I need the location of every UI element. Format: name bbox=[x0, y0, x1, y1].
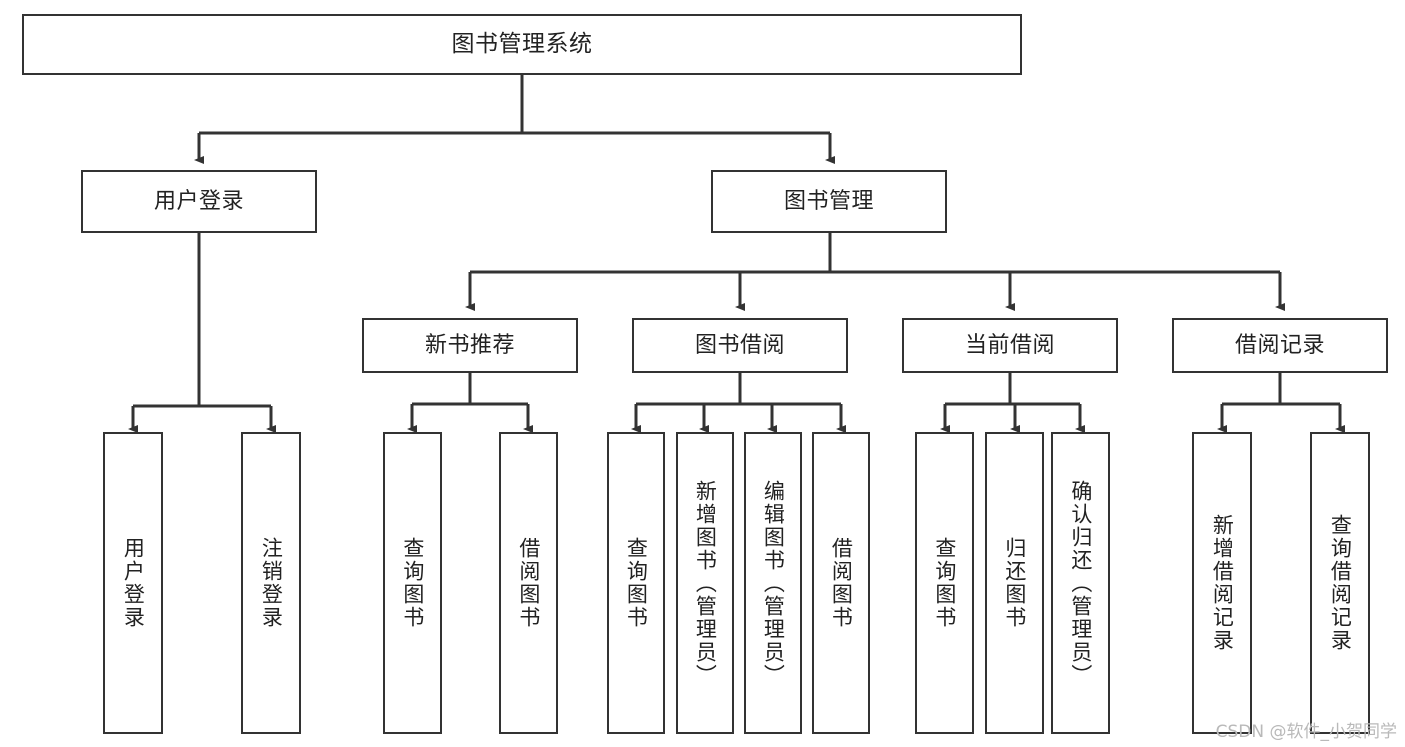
node-book-management[interactable]: 图书管理 bbox=[711, 170, 947, 233]
node-label: 图书借阅 bbox=[694, 332, 785, 358]
node-label: 新增图书（管理员） bbox=[693, 479, 718, 687]
node-label: 新书推荐 bbox=[424, 332, 515, 358]
node-label: 查询图书 bbox=[932, 537, 957, 629]
node-label: 注销登录 bbox=[259, 537, 284, 629]
leaf-user-login-signout[interactable]: 注销登录 bbox=[241, 432, 301, 734]
node-label: 编辑图书（管理员） bbox=[761, 479, 786, 687]
leaf-book-borrow-query[interactable]: 查询图书 bbox=[607, 432, 665, 734]
node-label: 查询图书 bbox=[400, 537, 425, 629]
node-label: 查询借阅记录 bbox=[1328, 514, 1353, 652]
leaf-book-borrow-edit[interactable]: 编辑图书（管理员） bbox=[744, 432, 802, 734]
leaf-new-book-borrow[interactable]: 借阅图书 bbox=[499, 432, 558, 734]
node-label: 图书管理系统 bbox=[451, 30, 593, 57]
node-label: 用户登录 bbox=[121, 537, 146, 629]
node-book-borrow[interactable]: 图书借阅 bbox=[632, 318, 848, 373]
leaf-borrow-record-add[interactable]: 新增借阅记录 bbox=[1192, 432, 1252, 734]
node-label: 借阅图书 bbox=[829, 537, 854, 629]
leaf-current-borrow-return[interactable]: 归还图书 bbox=[985, 432, 1044, 734]
csdn-watermark: CSDN @软件_小贺同学 bbox=[1215, 722, 1397, 742]
node-current-borrow[interactable]: 当前借阅 bbox=[902, 318, 1118, 373]
leaf-book-borrow-lend[interactable]: 借阅图书 bbox=[812, 432, 870, 734]
node-label: 当前借阅 bbox=[964, 332, 1055, 358]
leaf-current-borrow-confirm-return[interactable]: 确认归还（管理员） bbox=[1051, 432, 1110, 734]
node-new-book-recommend[interactable]: 新书推荐 bbox=[362, 318, 578, 373]
leaf-user-login-signin[interactable]: 用户登录 bbox=[103, 432, 163, 734]
node-label: 新增借阅记录 bbox=[1210, 514, 1235, 652]
node-root-library-system[interactable]: 图书管理系统 bbox=[22, 14, 1022, 75]
node-label: 查询图书 bbox=[624, 537, 649, 629]
node-label: 借阅记录 bbox=[1234, 332, 1325, 358]
leaf-current-borrow-query[interactable]: 查询图书 bbox=[915, 432, 974, 734]
leaf-new-book-query[interactable]: 查询图书 bbox=[383, 432, 442, 734]
leaf-borrow-record-query[interactable]: 查询借阅记录 bbox=[1310, 432, 1370, 734]
node-label: 借阅图书 bbox=[516, 537, 541, 629]
node-label: 确认归还（管理员） bbox=[1068, 479, 1093, 687]
node-user-login[interactable]: 用户登录 bbox=[81, 170, 317, 233]
node-label: 归还图书 bbox=[1002, 537, 1027, 629]
node-label: 用户登录 bbox=[153, 188, 244, 214]
node-borrow-record[interactable]: 借阅记录 bbox=[1172, 318, 1388, 373]
leaf-book-borrow-add[interactable]: 新增图书（管理员） bbox=[676, 432, 734, 734]
node-label: 图书管理 bbox=[783, 188, 874, 214]
